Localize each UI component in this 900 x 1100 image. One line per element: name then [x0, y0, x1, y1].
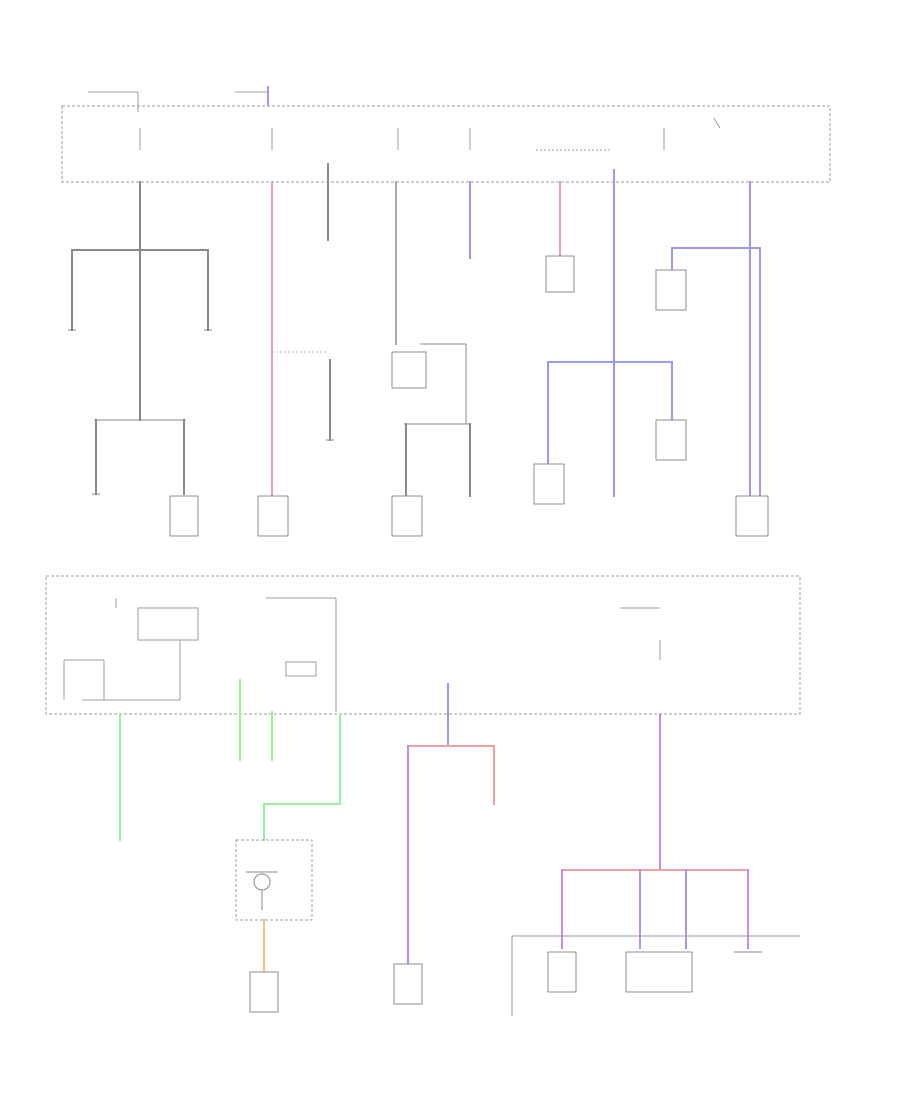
underhood-fuse-box	[61, 105, 831, 183]
component-bottom-r2	[625, 951, 693, 993]
upper-fuses	[139, 117, 721, 151]
component-stop-l	[391, 495, 423, 537]
component-power-c	[533, 463, 565, 505]
relay-box-bottom	[235, 839, 313, 921]
component-bottom-mid	[393, 963, 423, 1005]
connector-ticks	[68, 329, 334, 495]
component-sensor	[257, 495, 289, 537]
dash-fuse-box	[45, 575, 801, 715]
relay-coil-bottom	[246, 871, 278, 910]
component-far-right	[735, 495, 769, 537]
dash-box-internals	[63, 597, 661, 712]
component-power-b	[655, 419, 687, 461]
component-relay-right	[545, 255, 575, 293]
component-relay-mid	[391, 351, 427, 389]
component-bottom-r1	[547, 951, 577, 993]
component-left-b	[169, 495, 199, 537]
component-power-a	[655, 269, 687, 311]
component-bottom-left	[249, 971, 279, 1013]
